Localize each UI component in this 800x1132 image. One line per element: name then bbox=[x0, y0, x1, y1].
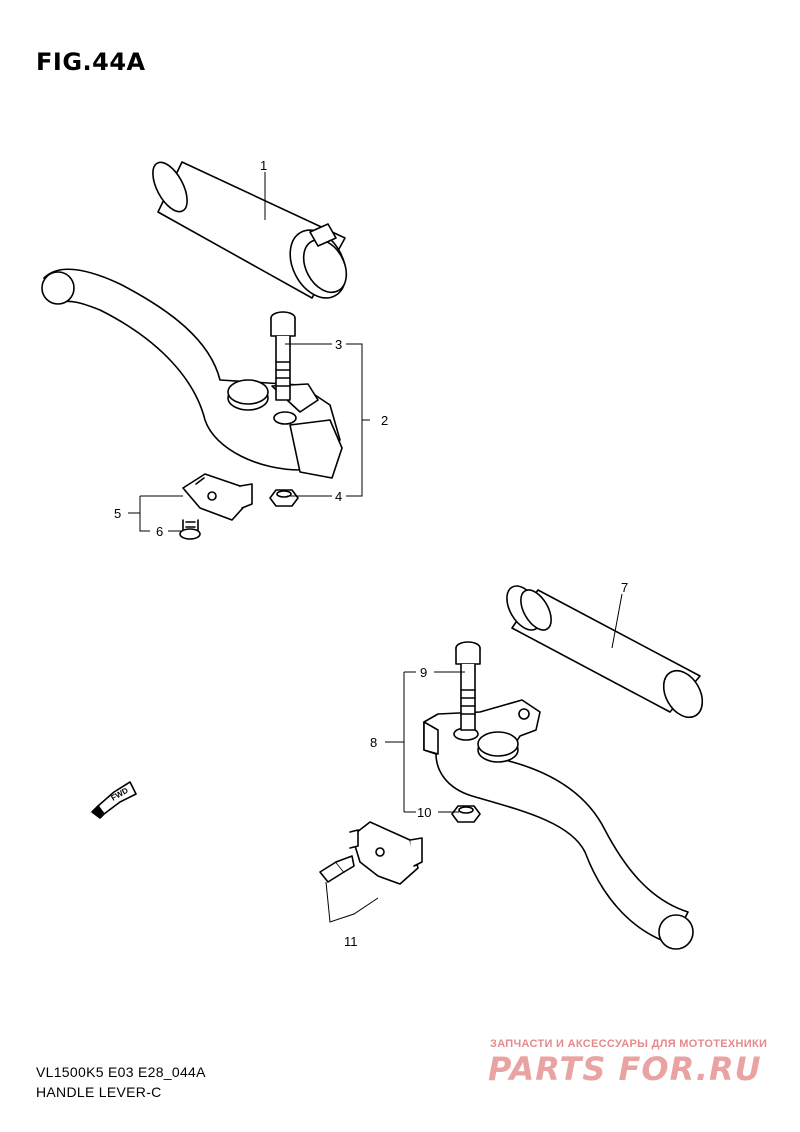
watermark-caption: ЗАПЧАСТИ И АКСЕССУАРЫ ДЛЯ МОТОТЕХНИКИ bbox=[490, 1038, 768, 1050]
callout-7: 7 bbox=[621, 580, 628, 595]
part-4-nut bbox=[269, 489, 299, 507]
part-6-switch-screw bbox=[179, 519, 201, 540]
part-1-throttle-grip bbox=[152, 161, 348, 299]
callout-3: 3 bbox=[335, 337, 342, 352]
watermark-logo: PARTS FOR.RU bbox=[488, 1050, 762, 1088]
part-5-clutch-switch bbox=[182, 473, 253, 521]
model-code: VL1500K5 E03 E28_044A bbox=[36, 1064, 206, 1080]
callout-1: 1 bbox=[260, 158, 267, 173]
fwd-direction-arrow bbox=[91, 781, 137, 819]
callout-9: 9 bbox=[420, 665, 427, 680]
callout-11: 11 bbox=[344, 934, 358, 949]
leader-lines bbox=[128, 172, 623, 923]
callout-6: 6 bbox=[156, 524, 163, 539]
part-10-nut bbox=[451, 805, 481, 823]
figure-title: FIG.44A bbox=[36, 48, 146, 76]
callout-8: 8 bbox=[370, 735, 377, 750]
callout-5: 5 bbox=[114, 506, 121, 521]
part-8-brake-lever bbox=[423, 699, 694, 950]
callout-4: 4 bbox=[335, 489, 342, 504]
part-9-pivot-bolt bbox=[455, 641, 481, 731]
part-11-brake-switch bbox=[319, 821, 423, 885]
part-7-handlebar-grip bbox=[506, 585, 704, 719]
part-3-pivot-bolt bbox=[270, 311, 296, 401]
callout-2: 2 bbox=[381, 413, 388, 428]
callout-10: 10 bbox=[417, 805, 431, 820]
part-2-clutch-lever bbox=[41, 268, 343, 479]
section-name: HANDLE LEVER-C bbox=[36, 1084, 162, 1100]
